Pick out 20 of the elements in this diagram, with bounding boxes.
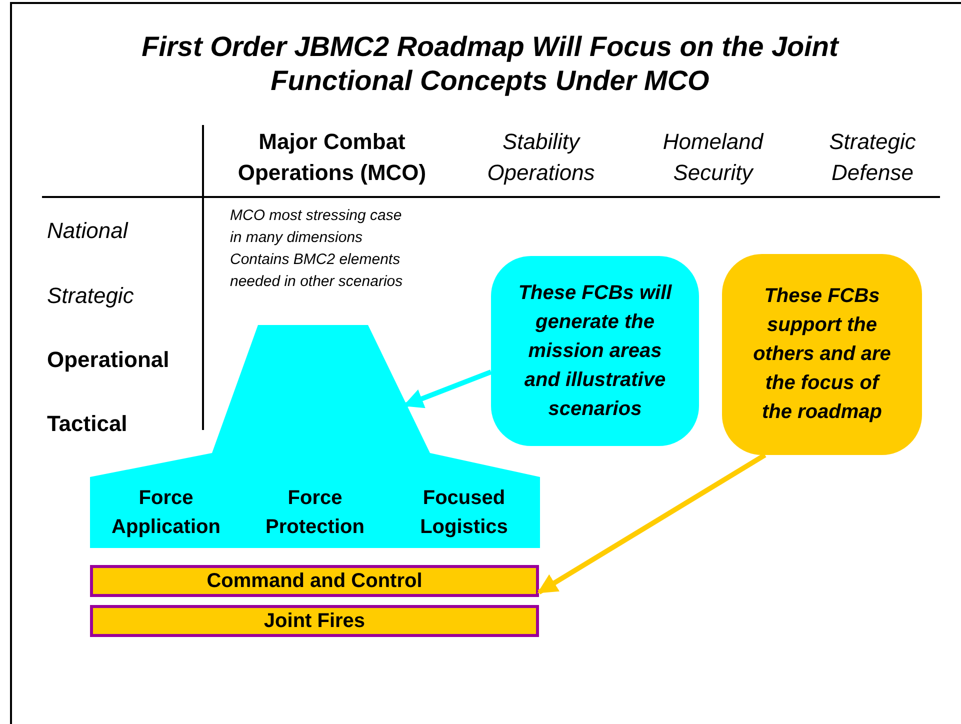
column-header: Major Combat Operations (MCO) xyxy=(236,128,428,187)
row-header: Strategic xyxy=(47,282,134,310)
title: First Order JBMC2 Roadmap Will Focus on the Joint Functional Concepts Under MCO xyxy=(140,30,840,98)
row-header: Operational xyxy=(47,346,170,374)
note-text: MCO most stressing case in many dimensions xyxy=(230,206,403,248)
column-header: Homeland Security xyxy=(662,128,765,187)
concept-label: Force Protection xyxy=(264,486,366,540)
note-text: Contains BMC2 elements needed in other scenarios xyxy=(230,250,404,292)
arrow xyxy=(537,452,766,594)
row-header: National xyxy=(47,217,128,245)
arrow xyxy=(403,370,492,408)
row-header: Tactical xyxy=(47,410,128,438)
column-header: Strategic Defense xyxy=(828,128,917,187)
column-header: Stability Operations xyxy=(486,128,596,187)
callout-box: These FCBs will generate the mission areas and illustrative scenarios xyxy=(491,256,699,446)
concept-label: Focused Logistics xyxy=(419,486,509,540)
bar-box: Joint Fires xyxy=(90,605,539,637)
callout-box: These FCBs support the others and are the focus of the roadmap xyxy=(722,254,922,455)
concept-label: Force Application xyxy=(110,486,222,540)
bar-box: Command and Control xyxy=(90,565,539,597)
